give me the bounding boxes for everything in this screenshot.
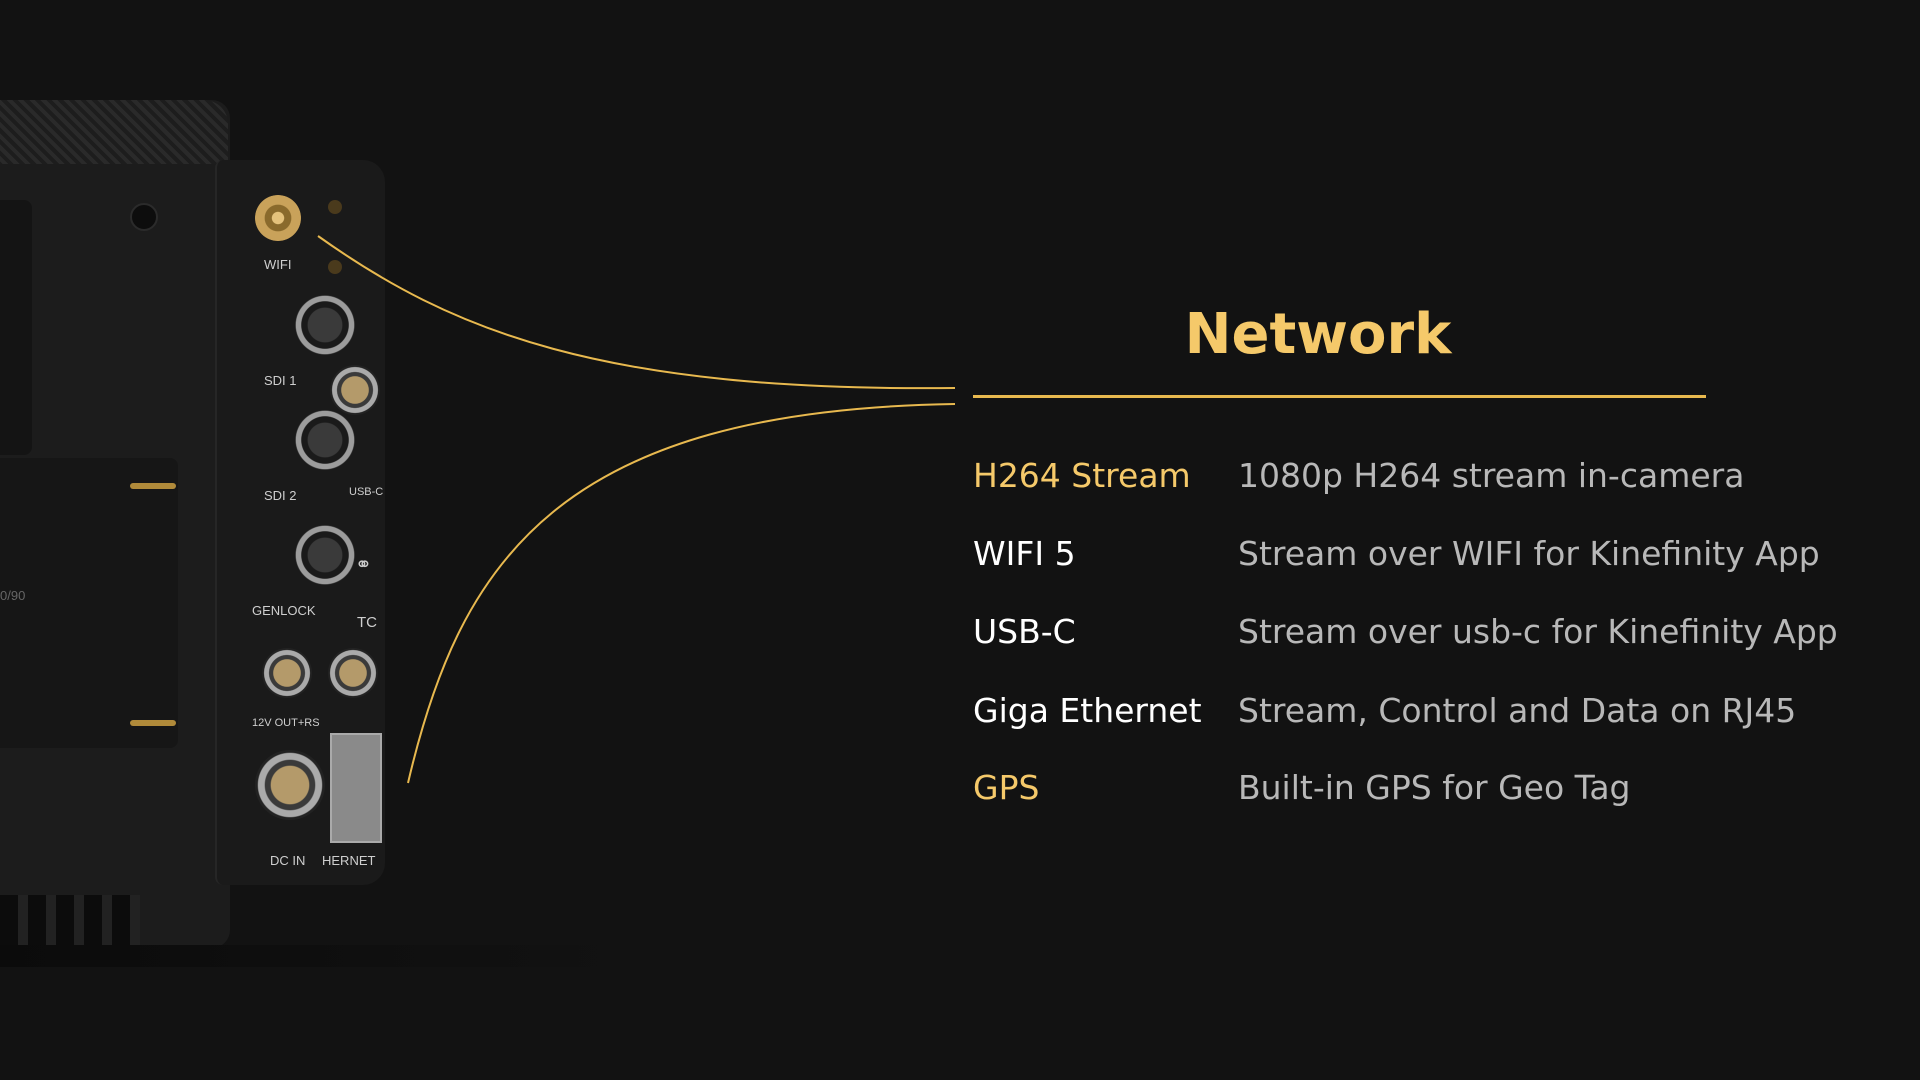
dc-in-connector	[255, 750, 325, 820]
feature-label: USB-C	[973, 612, 1076, 651]
feature-label: GPS	[973, 768, 1040, 807]
feature-label: H264 Stream	[973, 456, 1191, 495]
port-label-wifi: WIFI	[264, 257, 292, 272]
title-underline	[973, 395, 1706, 398]
callout-curve-top	[317, 235, 956, 390]
screw-hole	[130, 203, 158, 231]
wifi-antenna-connector	[255, 195, 301, 241]
feature-row: GPS Built-in GPS for Geo Tag	[973, 768, 1873, 818]
feature-label: WIFI 5	[973, 534, 1076, 573]
genlock-connector	[295, 525, 355, 585]
12v-out-connector	[262, 648, 312, 698]
port-label-ethernet: HERNET	[322, 853, 376, 868]
port-label-sdi2: SDI 2	[264, 488, 297, 503]
port-label-12v: 12V OUT+RS	[252, 717, 320, 729]
port-label-genlock: GENLOCK	[252, 603, 316, 618]
feature-row: Giga Ethernet Stream, Control and Data o…	[973, 691, 1873, 741]
section-title: Network	[1184, 302, 1452, 367]
battery-pin	[130, 720, 176, 726]
port-hole	[328, 260, 342, 274]
port-label-sdi1: SDI 1	[264, 373, 297, 388]
port-label-tc: TC	[357, 614, 377, 631]
feature-description: Stream, Control and Data on RJ45	[1238, 691, 1797, 730]
shadow	[0, 945, 645, 967]
vent-grille	[0, 895, 140, 945]
carbon-top-plate	[0, 100, 228, 164]
mount-text: 0/90	[0, 588, 26, 603]
feature-description: Built-in GPS for Geo Tag	[1238, 768, 1631, 807]
feature-description: Stream over usb-c for Kinefinity App	[1238, 612, 1838, 651]
side-plate	[0, 200, 32, 455]
tc-connector	[328, 648, 378, 698]
feature-row: WIFI 5 Stream over WIFI for Kinefinity A…	[973, 534, 1873, 584]
lemo-connector	[330, 365, 380, 415]
port-label-usbc: USB-C	[349, 486, 384, 498]
sdi2-connector	[295, 410, 355, 470]
battery-pin	[130, 483, 176, 489]
port-label-dcin: DC IN	[270, 853, 306, 868]
callout-curve-bottom	[407, 403, 956, 784]
feature-description: 1080p H264 stream in-camera	[1238, 456, 1745, 495]
ethernet-port	[330, 733, 382, 843]
feature-label: Giga Ethernet	[973, 691, 1202, 730]
sdi1-connector	[295, 295, 355, 355]
feature-row: H264 Stream 1080p H264 stream in-camera	[973, 456, 1873, 506]
port-hole	[328, 200, 342, 214]
feature-row: USB-C Stream over usb-c for Kinefinity A…	[973, 612, 1873, 662]
battery-plate	[0, 458, 178, 748]
feature-description: Stream over WIFI for Kinefinity App	[1238, 534, 1820, 573]
headphone-icon: ⚭	[355, 552, 372, 576]
